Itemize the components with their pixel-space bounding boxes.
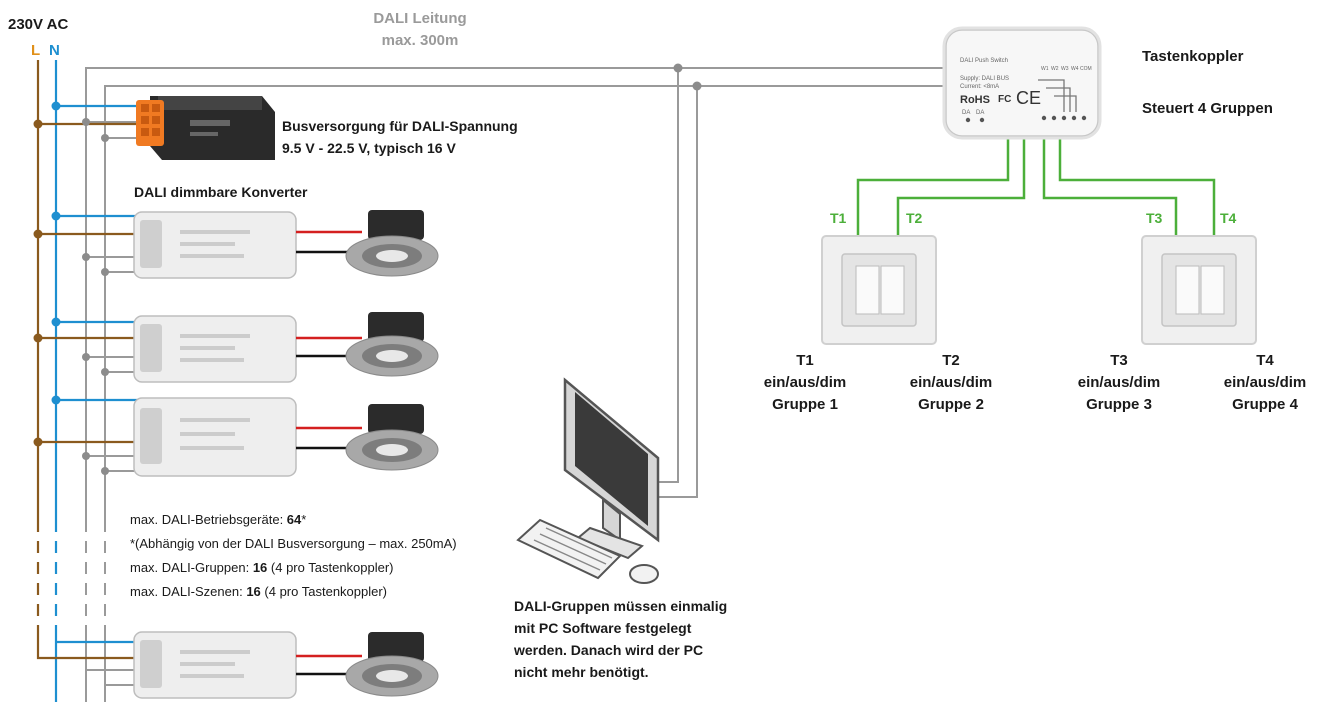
pc-note-1: DALI-Gruppen müssen einmalig	[514, 598, 728, 614]
wall-switch-right	[1141, 235, 1257, 345]
group-2-action: ein/aus/dim	[909, 374, 993, 391]
coupler-title: Tastenkoppler	[1142, 48, 1244, 65]
dali-line-label-1: DALI Leitung	[373, 10, 467, 27]
dali-bus-dashes	[85, 520, 106, 628]
converter-2	[133, 315, 297, 383]
group-4-terminal: T4	[1256, 352, 1274, 369]
dali-bus-gap	[78, 520, 118, 628]
push-coupler-device-icon	[942, 26, 1102, 140]
limit-devices-label: max. DALI-Betriebsgeräte:	[130, 512, 287, 527]
limit-groups-value: 16	[252, 560, 268, 575]
group-2-terminal: T2	[942, 352, 960, 369]
mains-gap	[30, 520, 64, 628]
coupler-ch-4: W4	[1071, 66, 1079, 72]
wall-switch-left	[821, 235, 937, 345]
mains-neutral-wire	[54, 60, 142, 702]
converter-4	[133, 631, 297, 699]
psu-label-1: Busversorgung für DALI-Spannung	[282, 118, 518, 134]
terminal-t4: T4	[1220, 210, 1237, 226]
limit-devices-mark: *	[301, 512, 307, 527]
coupler-ch-com: COM	[1080, 66, 1092, 72]
group-4-name: Gruppe 4	[1232, 396, 1298, 413]
coupler-device-name: DALI Push Switch	[960, 58, 1009, 64]
coupler-current: Current: <8mA	[960, 84, 1000, 90]
converters-title: DALI dimmbare Konverter	[134, 184, 308, 200]
group-1-action: ein/aus/dim	[763, 374, 847, 391]
coupler-ce: CE	[1016, 88, 1042, 108]
led-downlight-2	[345, 312, 439, 377]
coupler-supply: Supply: DALI BUS	[960, 76, 1010, 82]
group-4-action: ein/aus/dim	[1223, 374, 1307, 391]
limit-scenes: max. DALI-Szenen: 16 (4 pro Tastenkopple…	[130, 584, 387, 599]
coupler-da-2: DA	[976, 110, 985, 116]
limit-footnote: *(Abhängig von der DALI Busversorgung – …	[130, 536, 457, 551]
coupler-fc: FC	[998, 94, 1012, 105]
mains-neutral-label: N	[49, 42, 60, 59]
terminal-t3: T3	[1146, 210, 1163, 226]
group-1-name: Gruppe 1	[772, 396, 838, 413]
pc-note-4: nicht mehr benötigt.	[514, 664, 649, 680]
limit-devices-value: 64	[286, 512, 302, 527]
pc-monitor-icon	[563, 377, 660, 560]
group-3-name: Gruppe 3	[1086, 396, 1152, 413]
coupler-da-1: DA	[962, 110, 971, 116]
terminal-t2: T2	[906, 210, 923, 226]
converter-1	[133, 211, 297, 279]
converter-3	[133, 397, 297, 477]
dali-bus-wires	[85, 67, 1000, 702]
group-3-terminal: T3	[1110, 352, 1128, 369]
group-3-action: ein/aus/dim	[1077, 374, 1161, 391]
coupler-ch-1: W1	[1041, 66, 1049, 72]
limit-scenes-label: max. DALI-Szenen:	[130, 584, 247, 599]
coupler-rohs: RoHS	[960, 94, 990, 106]
group-1-terminal: T1	[796, 352, 814, 369]
pc-note-3: werden. Danach wird der PC	[514, 642, 704, 658]
led-downlight-3	[345, 404, 439, 471]
dali-line-label-2: max. 300m	[381, 32, 459, 49]
psu-label-2: 9.5 V - 22.5 V, typisch 16 V	[282, 140, 456, 156]
limit-groups-note: (4 pro Tastenkoppler)	[267, 560, 394, 575]
coupler-subtitle: Steuert 4 Gruppen	[1142, 100, 1273, 117]
limit-groups: max. DALI-Gruppen: 16 (4 pro Tastenkoppl…	[130, 560, 394, 575]
limit-devices: max. DALI-Betriebsgeräte: 64*	[130, 512, 306, 527]
mains-live-wire	[36, 60, 142, 660]
limit-scenes-note: (4 pro Tastenkoppler)	[260, 584, 388, 599]
pc-mouse-icon	[629, 564, 659, 584]
group-2-name: Gruppe 2	[918, 396, 984, 413]
led-downlight-4	[345, 632, 439, 697]
pc-note-2: mit PC Software festgelegt	[514, 620, 692, 636]
dali-power-supply-icon	[136, 96, 275, 160]
dali-junctions	[673, 63, 702, 91]
mains-title: 230V AC	[8, 16, 69, 33]
mains-live-label: L	[31, 42, 41, 59]
limit-groups-label: max. DALI-Gruppen:	[130, 560, 253, 575]
coupler-ch-2: W2	[1051, 66, 1059, 72]
switch-wires	[856, 136, 1216, 236]
mains-dashes	[36, 520, 58, 628]
led-downlight-1	[345, 210, 439, 277]
pc-keyboard-icon	[516, 518, 622, 580]
terminal-t1: T1	[830, 210, 847, 226]
limit-scenes-value: 16	[246, 584, 261, 599]
coupler-ch-3: W3	[1061, 66, 1069, 72]
mains-junctions	[33, 101, 109, 475]
